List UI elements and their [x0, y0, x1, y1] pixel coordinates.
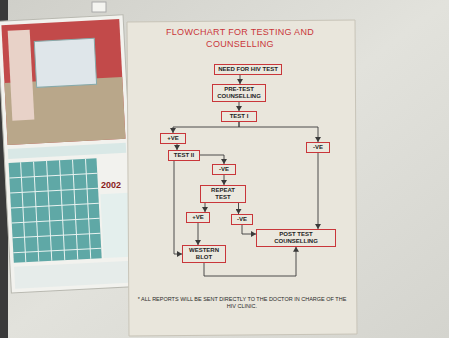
process-box: PRE-TEST COUNSELLING — [212, 84, 266, 102]
box-text: PRE-TEST COUNSELLING — [215, 86, 263, 100]
flow-connector — [198, 223, 199, 245]
process-box: NEED FOR HIV TEST — [214, 64, 282, 75]
box-text: POST TEST COUNSELLING — [259, 231, 333, 245]
process-box: +VE — [186, 212, 210, 223]
calendar-year: 2002 — [96, 180, 126, 190]
box-text: -VE — [215, 166, 233, 173]
calendar — [0, 15, 137, 293]
footnote: * ALL REPORTS WILL BE SENT DIRECTLY TO T… — [134, 296, 350, 310]
process-box: +VE — [160, 133, 186, 144]
calendar-tag — [92, 2, 106, 12]
flow-connector — [318, 153, 319, 229]
process-box: -VE — [231, 214, 253, 225]
flow-connector — [240, 75, 241, 84]
box-text: -VE — [234, 216, 250, 223]
chart-title: FLOWCHART FOR TESTING AND COUNSELLING — [150, 27, 330, 50]
box-text: TEST I — [224, 113, 254, 120]
box-text: -VE — [309, 144, 327, 151]
flow-connector — [238, 203, 239, 214]
flow-connector — [239, 102, 240, 111]
process-box: -VE — [306, 142, 330, 153]
box-text: TEST II — [171, 152, 197, 159]
flow-connector — [174, 161, 182, 254]
flow-connector — [239, 122, 318, 142]
process-box: REPEAT TEST — [200, 185, 246, 203]
flow-connector — [200, 155, 224, 164]
process-box: -VE — [212, 164, 236, 175]
flow-connector — [242, 225, 256, 234]
process-box: TEST I — [221, 111, 257, 122]
flow-connector — [205, 203, 206, 212]
box-text: NEED FOR HIV TEST — [217, 66, 279, 73]
box-text: +VE — [163, 135, 183, 142]
flow-connector — [173, 122, 239, 133]
box-text: WESTERN BLOT — [185, 247, 223, 261]
process-box: POST TEST COUNSELLING — [256, 229, 336, 247]
process-box: WESTERN BLOT — [182, 245, 226, 263]
box-text: REPEAT TEST — [203, 187, 243, 201]
box-text: +VE — [189, 214, 207, 221]
poster-sheet — [127, 20, 357, 336]
process-box: TEST II — [168, 150, 200, 161]
flow-connector — [224, 175, 225, 185]
